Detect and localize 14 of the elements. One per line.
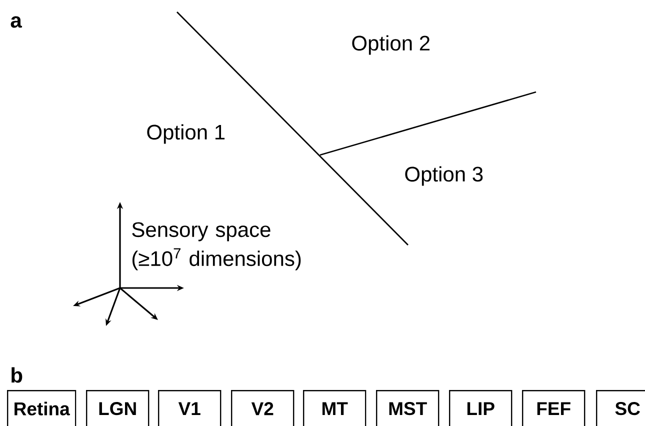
option-label: Option 3 (405, 166, 483, 186)
area-box: SC (596, 390, 645, 426)
option-label: Option 2 (352, 35, 430, 55)
panel-label: a (10, 16, 22, 28)
area-box: V1 (158, 390, 222, 426)
area-box: LGN (86, 390, 150, 426)
area-box: MT (303, 390, 366, 426)
area-box: MST (376, 390, 440, 426)
area-box: FEF (522, 390, 586, 426)
area-box: Retina (7, 390, 76, 426)
area-box: V2 (231, 390, 294, 426)
area-box: LIP (449, 390, 512, 426)
axis-label: Sensory space (≥10$^{7}$ dimensions) (132, 222, 301, 270)
option-label: Option 1 (147, 124, 225, 144)
